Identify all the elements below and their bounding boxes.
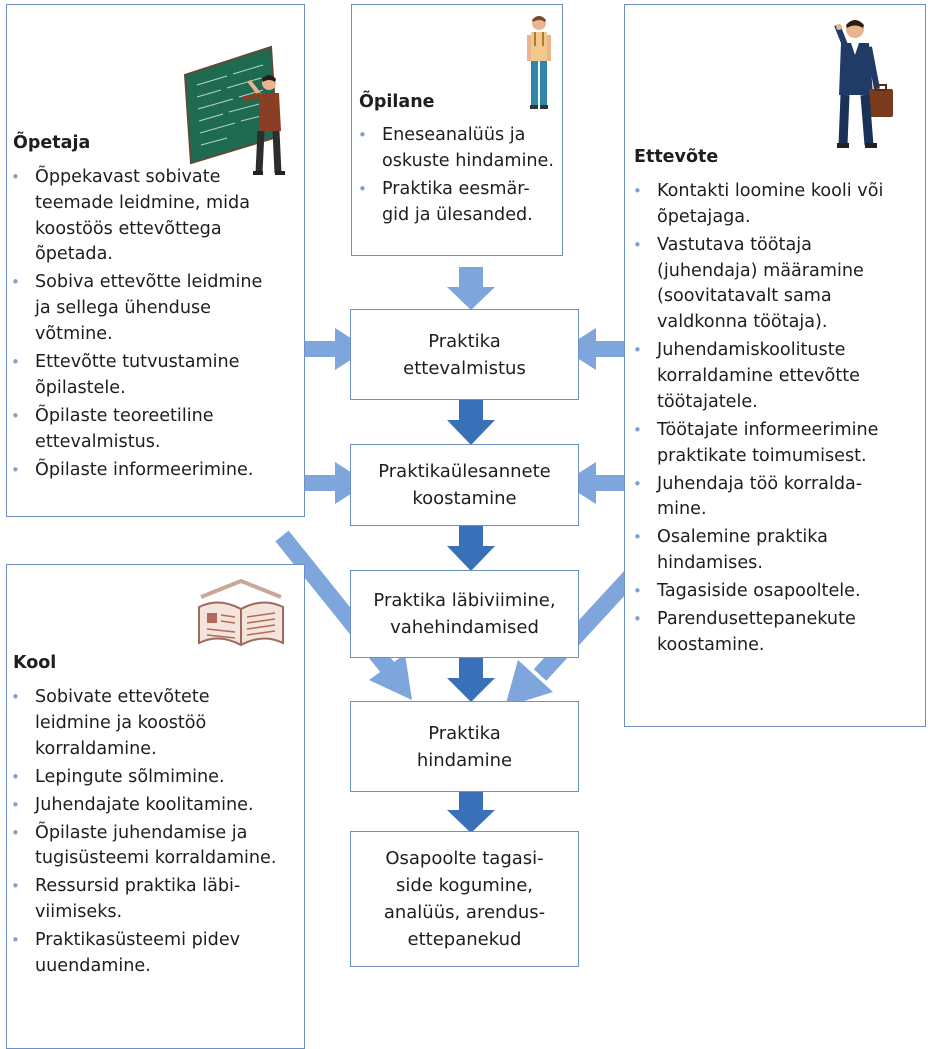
list-item: Praktika eesmär- gid ja ülesanded. — [357, 177, 560, 229]
down-arrow-step4-step5 — [447, 792, 495, 833]
list-item: Õppekavast sobivate teemade leidmine, mi… — [10, 165, 303, 268]
list-item: Juhendaja töö korralda- mine. — [632, 472, 924, 524]
down-arrow-step3-step4 — [447, 658, 495, 702]
list-item: Parendusettepanekute koostamine. — [632, 607, 924, 659]
list-item: Praktikasüsteemi pidev uuendamine. — [10, 928, 303, 980]
flow-step-label: Praktika hindamine — [416, 722, 513, 771]
down-arrow-step1-step2 — [447, 400, 495, 445]
flow-step-praktikaulesannete-koostamine: Praktikaülesannete koostamine — [350, 444, 579, 526]
ettevote-list: Kontakti loomine kooli või õpetajaga. Va… — [632, 179, 924, 661]
opetaja-list: Õppekavast sobivate teemade leidmine, mi… — [10, 165, 303, 486]
list-item: Töötajate informeerimine praktikate toim… — [632, 418, 924, 470]
list-item: Tagasiside osapooltele. — [632, 579, 924, 605]
list-item: Sobiva ettevõtte leidmine ja sellega ühe… — [10, 270, 303, 347]
opilane-list: Eneseanalüüs ja oskuste hindamine. Prakt… — [357, 123, 560, 231]
list-item: Eneseanalüüs ja oskuste hindamine. — [357, 123, 560, 175]
opilane-title: Õpilane — [359, 92, 435, 112]
right-arrow-opetaja-step1 — [305, 328, 368, 370]
list-item: Ressursid praktika läbi- viimiseks. — [10, 874, 303, 926]
down-arrow-opilane — [447, 267, 495, 310]
flow-step-praktika-ettevalmistus: Praktika ettevalmistus — [350, 309, 579, 400]
businessman-with-briefcase-illustration — [829, 15, 899, 159]
flow-step-praktika-labiviimine: Praktika läbiviimine, vahehindamised — [350, 570, 579, 658]
ettevote-title: Ettevõte — [634, 147, 719, 167]
list-item: Juhendajate koolitamine. — [10, 793, 303, 819]
list-item: Õpilaste informeerimine. — [10, 458, 303, 484]
list-item: Lepingute sõlmimine. — [10, 765, 303, 791]
list-item: Õpilaste juhendamise ja tugisüsteemi kor… — [10, 821, 303, 873]
kool-title: Kool — [13, 653, 57, 673]
flow-step-label: Praktikaülesannete koostamine — [378, 461, 551, 509]
student-with-backpack-illustration — [522, 13, 556, 119]
list-item: Juhendamiskoolituste korraldamine ettevõ… — [632, 338, 924, 415]
left-arrow-ettevote-step2 — [563, 462, 625, 504]
list-item: Sobivate ettevõtete leidmine ja koostöö … — [10, 685, 303, 762]
list-item: Kontakti loomine kooli või õpetajaga. — [632, 179, 924, 231]
flow-step-praktika-hindamine: Praktika hindamine — [350, 701, 579, 792]
opetaja-title: Õpetaja — [13, 133, 91, 153]
kool-list: Sobivate ettevõtete leidmine ja koostöö … — [10, 685, 303, 982]
diagonal-arrow-right — [505, 569, 639, 707]
list-item: Osalemine praktika hindamises. — [632, 525, 924, 577]
list-item: Õpilaste teoreetiline ettevalmistus. — [10, 404, 303, 456]
left-arrow-ettevote-step1 — [563, 328, 625, 370]
down-arrow-step2-step3 — [447, 526, 495, 571]
teacher-at-chalkboard-illustration — [183, 45, 288, 184]
open-book-illustration — [195, 578, 287, 655]
list-item: Ettevõtte tutvustamine õpilastele. — [10, 350, 303, 402]
flow-step-label: Osapoolte tagasi- side kogumine, analüüs… — [383, 848, 546, 950]
flow-step-label: Praktika ettevalmistus — [403, 330, 526, 379]
flow-step-tagasiside-kogumine: Osapoolte tagasi- side kogumine, analüüs… — [350, 831, 579, 967]
right-arrow-opetaja-step2 — [305, 462, 368, 504]
list-item: Vastutava töötaja (juhendaja) määramine … — [632, 233, 924, 336]
flow-step-label: Praktika läbiviimine, vahehindamised — [373, 590, 556, 638]
